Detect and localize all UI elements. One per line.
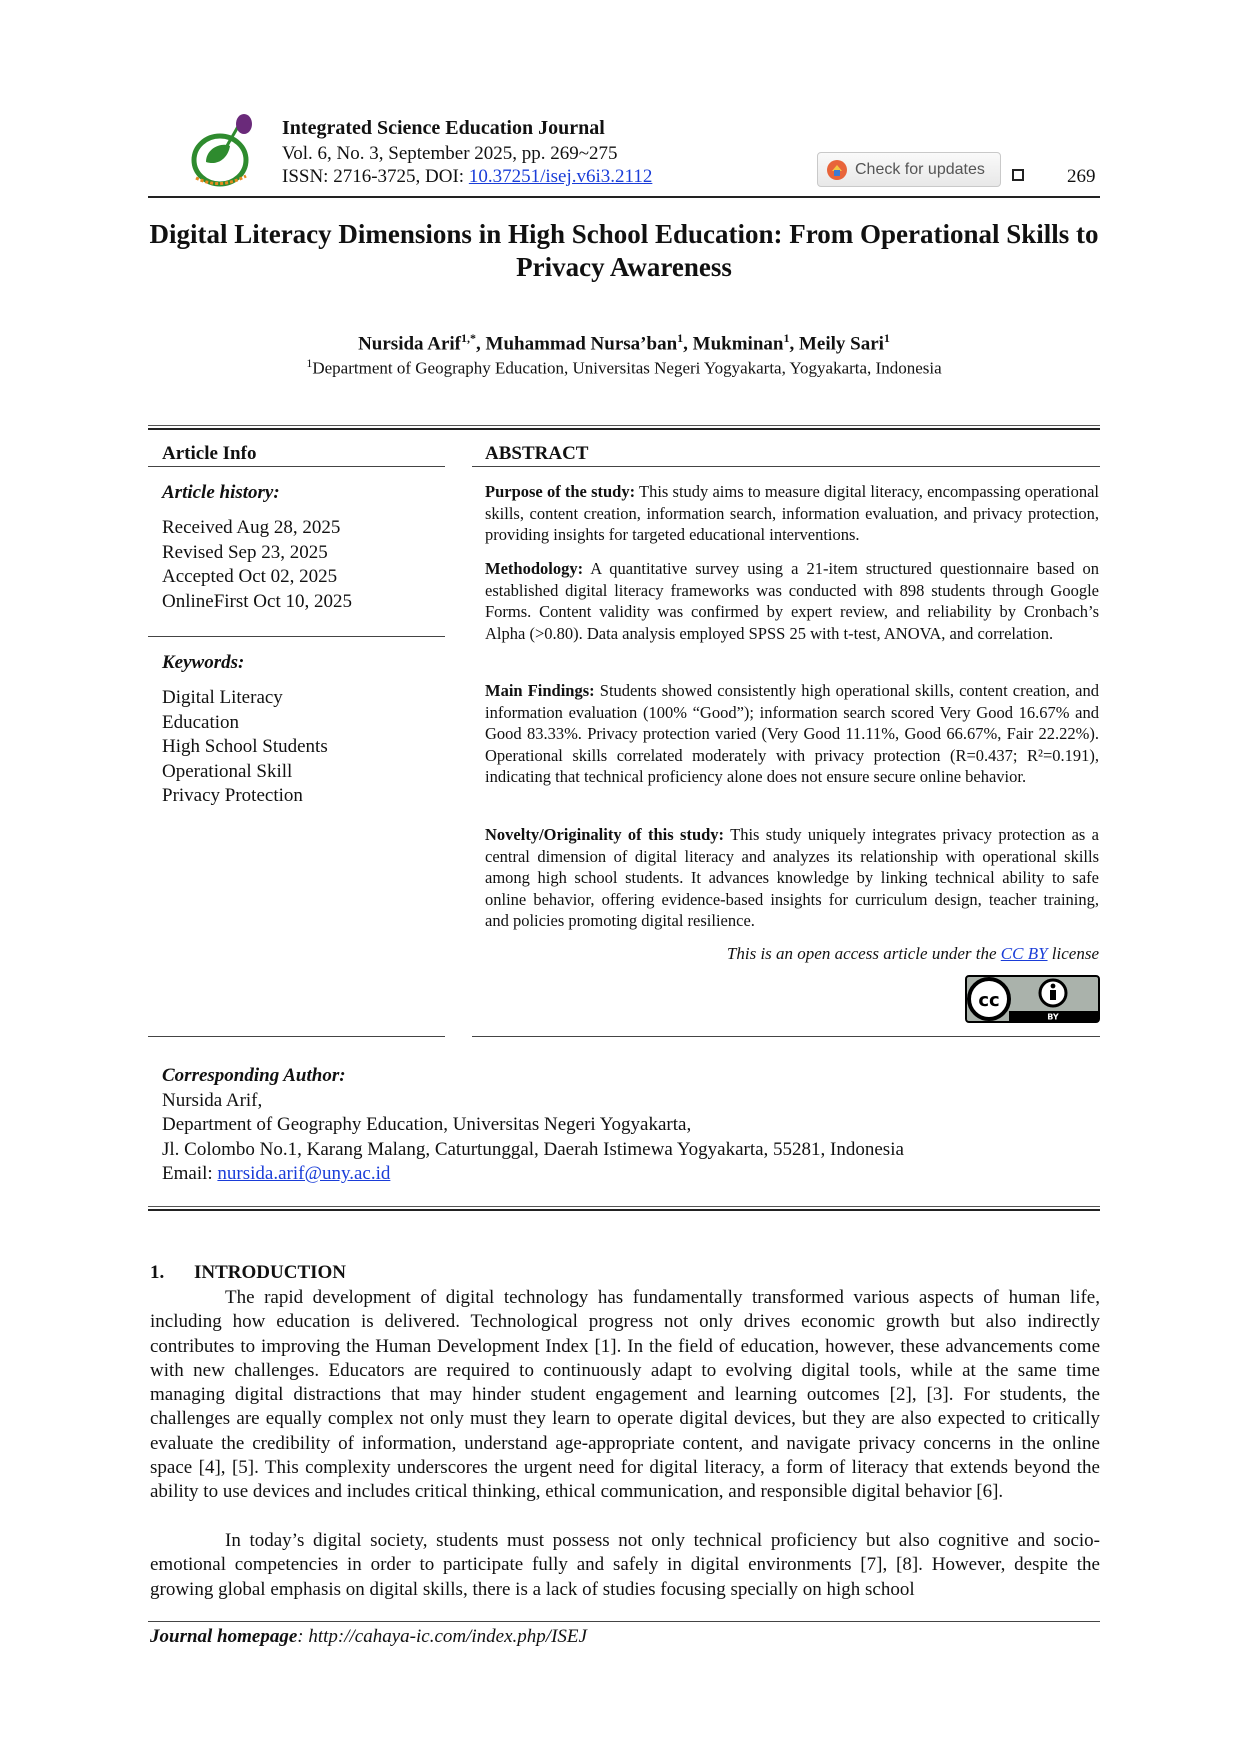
email-label: Email: [162,1162,218,1184]
journal-homepage-footer: Journal homepage: http://cahaya-ic.com/i… [150,1626,587,1648]
issn-line: ISSN: 2716-3725, DOI: 10.37251/isej.v6i3… [282,165,652,188]
square-glyph-icon [1012,169,1024,181]
keywords-rule [148,636,445,637]
methodology-text: A quantitative survey using a 21-item st… [485,559,1100,643]
section-heading: 1. INTRODUCTION [150,1262,346,1284]
author-name: Nursida Arif [358,333,462,355]
purpose-label: Purpose of the study: [485,482,636,501]
affiliation-sup: 1 [306,356,313,370]
license-line: This is an open access article under the… [485,944,1099,964]
author-sup: 1 [677,331,684,345]
article-title: Digital Literacy Dimensions in High Scho… [149,219,1099,282]
journal-logo-icon [191,114,252,187]
article-history-list: Received Aug 28, 2025 Revised Sep 23, 20… [162,516,352,614]
history-item: Received Aug 28, 2025 [162,517,341,538]
issn-text: ISSN: 2716-3725, DOI: [282,166,469,187]
methodology-label: Methodology: [485,559,584,578]
email-link[interactable]: nursida.arif@uny.ac.id [217,1162,391,1184]
author-name: Muhammad Nursa’ban [485,333,678,355]
keywords-list: Digital Literacy Education High School S… [162,686,328,809]
findings-text: Students showed consistently high operat… [485,681,1100,787]
purpose-text: This study aims to measure digital liter… [485,482,1099,545]
author-sep: , [476,333,486,355]
corresponding-author-details: Nursida Arif, Department of Geography Ed… [162,1089,904,1186]
corresponding-name: Nursida Arif, [162,1090,263,1111]
corresponding-author-label: Corresponding Author: [162,1065,346,1086]
svg-text:BY: BY [1047,1013,1059,1022]
affiliation-text: Department of Geography Education, Unive… [312,358,942,378]
journal-name: Integrated Science Education Journal [282,117,605,139]
footer-url[interactable]: : http://cahaya-ic.com/index.php/ISEJ [297,1626,587,1647]
novelty-label: Novelty/Originality of this study: [485,825,725,844]
keyword-item: High School Students [162,736,328,757]
history-item: Revised Sep 23, 2025 [162,541,328,563]
corresponding-bottom-divider [148,1206,1100,1211]
keyword-item: Education [162,711,240,733]
keyword-item: Privacy Protection [162,785,303,806]
author-name: Mukminan [692,333,784,355]
abstract-purpose: Purpose of the study: This study aims to… [485,481,1099,546]
findings-label: Main Findings: [485,681,595,700]
check-updates-icon [827,159,847,180]
header-divider [148,196,1100,198]
section-title: INTRODUCTION [194,1262,347,1283]
article-info-heading: Article Info [162,443,257,464]
cc-by-badge-icon[interactable]: BY cc [965,975,1100,1023]
keywords-label: Keywords: [162,652,245,673]
author-name: Meily Sari [798,333,884,355]
author-sep: , [683,333,693,355]
corresponding-department: Department of Geography Education, Unive… [162,1114,692,1136]
svg-text:cc: cc [978,990,999,1011]
journal-meta: Vol. 6, No. 3, September 2025, pp. 269~2… [282,142,652,188]
section-number: 1. [150,1262,165,1283]
article-info-rule [148,466,445,467]
author-sep: , [789,333,799,355]
intro-paragraph-1: The rapid development of digital technol… [150,1287,1100,1503]
doi-link[interactable]: 10.37251/isej.v6i3.2112 [468,166,653,187]
footer-divider [148,1621,1100,1622]
author-list: Nursida Arif1,*, Muhammad Nursa’ban1, Mu… [148,331,1100,355]
volume-line: Vol. 6, No. 3, September 2025, pp. 269~2… [282,143,618,164]
history-item: OnlineFirst Oct 10, 2025 [162,590,352,612]
corresponding-email-line: Email: nursida.arif@uny.ac.id [162,1162,904,1186]
author-sup: 1 [883,331,890,345]
author-sup: 1,* [461,331,477,345]
check-updates-label: Check for updates [855,160,985,178]
license-suffix: license [1047,944,1099,963]
intro-paragraph-2: In today’s digital society, students mus… [150,1530,1100,1600]
article-info-bottom-rule [148,1036,445,1037]
affiliation: 1Department of Geography Education, Univ… [148,356,1100,379]
footer-label: Journal homepage [150,1626,298,1647]
article-history-label: Article history: [162,482,280,503]
keyword-item: Operational Skill [162,760,293,782]
check-for-updates-button[interactable]: Check for updates [817,152,1001,187]
abstract-bottom-rule [472,1036,1100,1037]
keyword-item: Digital Literacy [162,687,283,708]
license-prefix: This is an open access article under the [726,944,1001,963]
corresponding-address: Jl. Colombo No.1, Karang Malang, Caturtu… [162,1138,904,1160]
novelty-text: This study uniquely integrates privacy p… [485,825,1099,931]
author-sup: 1 [783,331,790,345]
page-number: 269 [1067,166,1096,187]
info-top-divider [148,425,1100,430]
abstract-novelty: Novelty/Originality of this study: This … [485,824,1099,932]
abstract-methodology: Methodology: A quantitative survey using… [485,558,1099,644]
abstract-rule [472,466,1100,467]
abstract-heading: ABSTRACT [485,443,589,464]
cc-by-link[interactable]: CC BY [1000,944,1048,963]
abstract-findings: Main Findings: Students showed consisten… [485,680,1099,788]
history-item: Accepted Oct 02, 2025 [162,566,338,587]
